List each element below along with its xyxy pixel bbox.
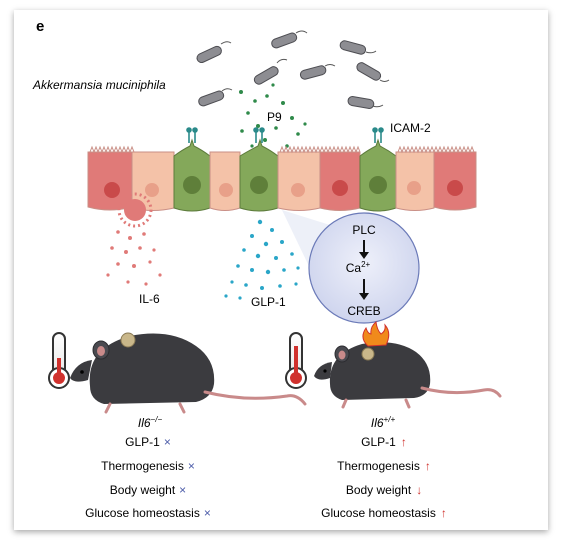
creb-label: CREB bbox=[347, 304, 380, 318]
p9-dots bbox=[239, 83, 307, 148]
outcome-row: Glucose homeostasis× bbox=[85, 506, 211, 520]
il6-burst-icon bbox=[117, 192, 153, 228]
genotype-knockout-label: Il6−/− bbox=[138, 415, 163, 430]
bacterium-icon bbox=[347, 96, 384, 109]
outcome-row: Thermogenesis× bbox=[101, 459, 195, 473]
enteroendocrine-cell bbox=[239, 138, 279, 212]
signaling-pathway-circle: PLC Ca2+ CREB bbox=[308, 212, 420, 324]
receptor-label: ICAM-2 bbox=[390, 121, 431, 135]
glp1-label: GLP-1 bbox=[251, 295, 286, 309]
bacteria-cluster bbox=[196, 30, 390, 109]
plc-label: PLC bbox=[352, 223, 376, 237]
epithelium bbox=[87, 138, 477, 212]
arrow-up-icon: ↑ bbox=[401, 435, 407, 449]
bacterium-icon bbox=[271, 30, 308, 49]
mouse-knockout-illustration bbox=[70, 332, 307, 414]
enteroendocrine-cell bbox=[359, 138, 397, 212]
thermometer-icon bbox=[285, 332, 307, 389]
epithelial-cell bbox=[277, 151, 321, 211]
cross-icon: × bbox=[164, 435, 171, 449]
figure-panel bbox=[14, 10, 548, 530]
bacterium-icon bbox=[356, 62, 390, 82]
enteroendocrine-cell bbox=[173, 138, 211, 212]
bacterium-icon bbox=[198, 88, 233, 107]
icam2-receptor-icons bbox=[186, 127, 384, 143]
outcome-row: Body weight× bbox=[110, 483, 186, 497]
bacterium-icon bbox=[299, 64, 336, 80]
mouse-wildtype-illustration bbox=[314, 321, 502, 409]
cross-icon: × bbox=[179, 483, 186, 497]
outcome-row: Body weight↓ bbox=[346, 483, 422, 497]
il6-label: IL-6 bbox=[139, 292, 160, 306]
wildtype-outcome-list: GLP-1↑ Thermogenesis↑ Body weight↓ Gluco… bbox=[321, 435, 447, 520]
bacterium-label: Akkermansia muciniphila bbox=[32, 78, 166, 92]
il6-dots bbox=[106, 230, 162, 286]
outcome-row: Thermogenesis↑ bbox=[337, 459, 431, 473]
thermometer-icon bbox=[48, 332, 70, 389]
bacterium-icon bbox=[196, 41, 232, 64]
arrow-down-icon: ↓ bbox=[416, 483, 422, 497]
outcome-row: Glucose homeostasis↑ bbox=[321, 506, 447, 520]
outcome-row: GLP-1× bbox=[125, 435, 171, 449]
peptide-label: P9 bbox=[267, 110, 282, 124]
flame-icon bbox=[362, 321, 390, 347]
arrow-up-icon: ↑ bbox=[441, 506, 447, 520]
outcome-row: GLP-1↑ bbox=[361, 435, 407, 449]
calcium-label: Ca2+ bbox=[346, 260, 371, 275]
cross-icon: × bbox=[188, 459, 195, 473]
epithelial-cell bbox=[87, 151, 133, 211]
glp1-dots bbox=[224, 219, 300, 300]
epithelial-cell bbox=[209, 151, 241, 211]
knockout-outcome-list: GLP-1× Thermogenesis× Body weight× Gluco… bbox=[85, 435, 211, 520]
bacterium-icon bbox=[253, 58, 288, 85]
cross-icon: × bbox=[204, 506, 211, 520]
bacterium-icon bbox=[339, 40, 377, 55]
panel-letter: e bbox=[36, 18, 44, 35]
arrow-up-icon: ↑ bbox=[425, 459, 431, 473]
genotype-wildtype-label: Il6+/+ bbox=[371, 415, 396, 430]
